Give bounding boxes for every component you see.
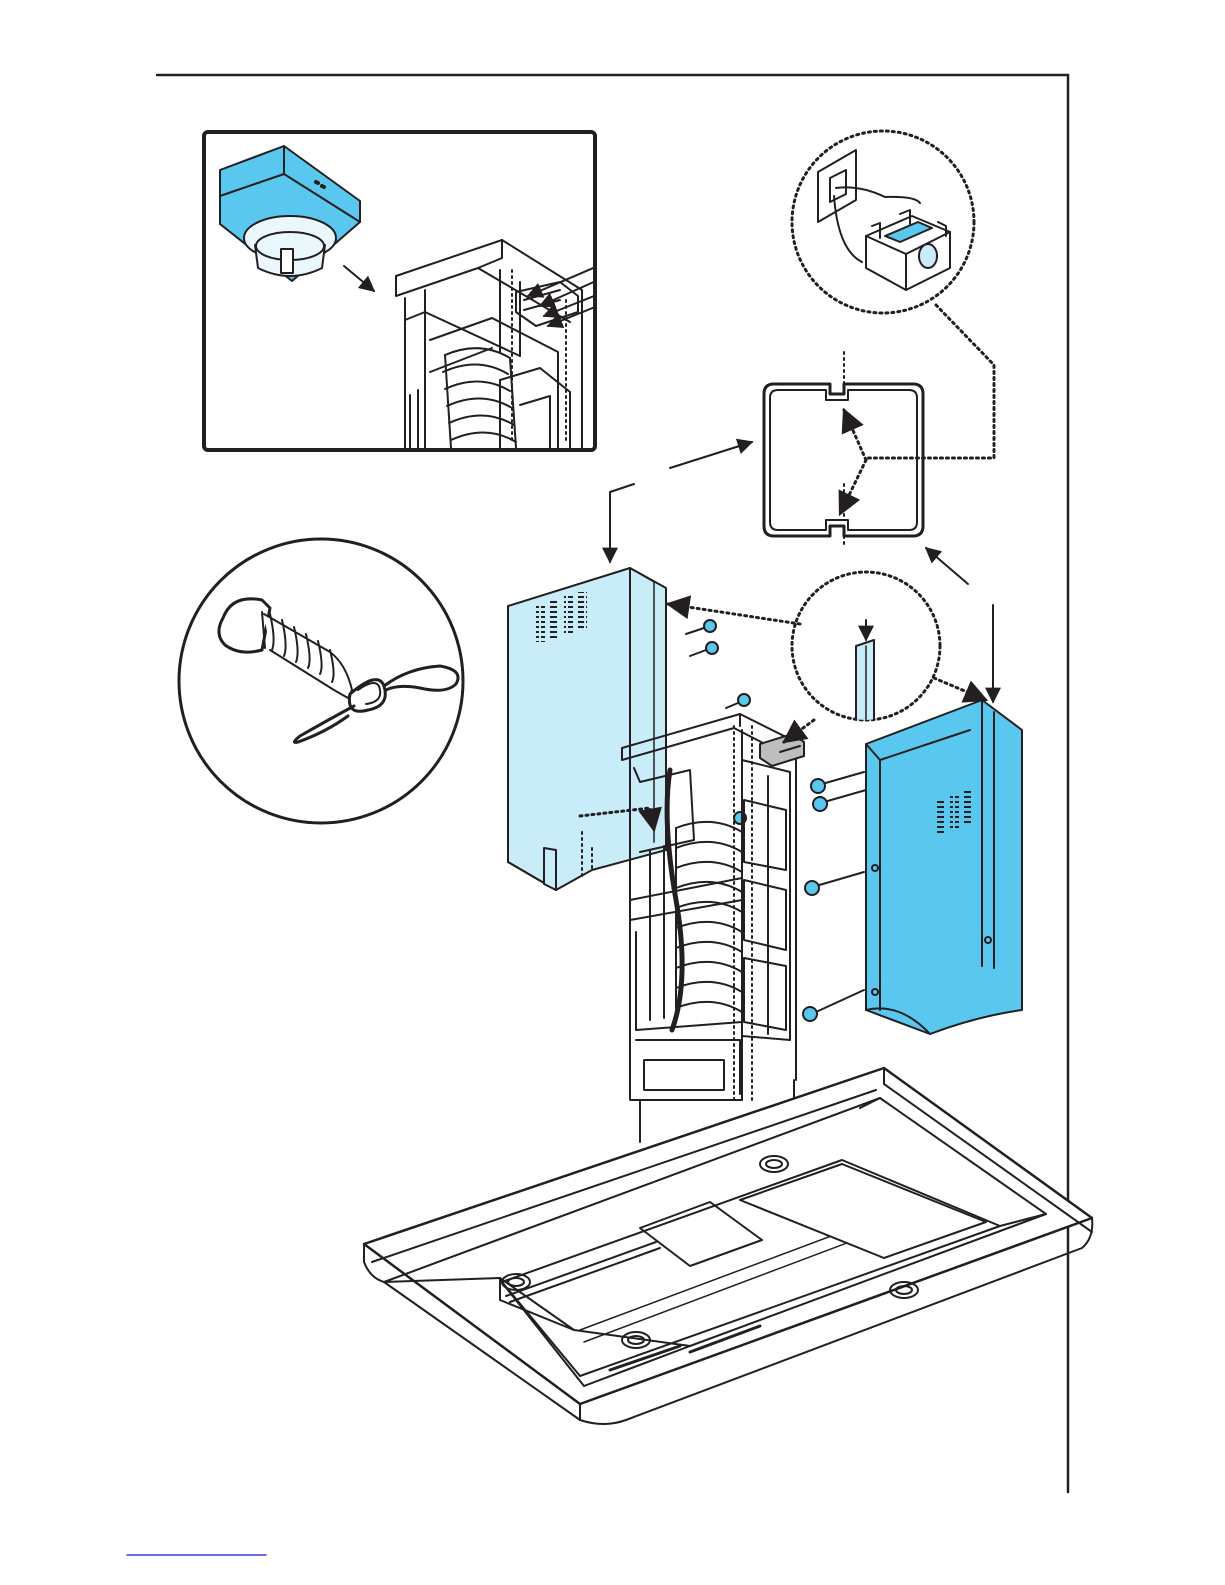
chimney-cross-section (764, 352, 923, 546)
power-plug-icon (866, 210, 950, 290)
chimney-cover-left (508, 568, 666, 890)
detail-bracket-slot (792, 572, 940, 724)
screw-group-icon (528, 250, 646, 326)
chimney-cover-right (866, 700, 1022, 1034)
frame-top-icon (396, 240, 582, 450)
screw-and-clip-icon (219, 599, 458, 743)
inset-motor-mounting (204, 132, 646, 450)
bracket-icon (856, 620, 874, 724)
leader-socket (867, 305, 994, 458)
duct-icon-main (676, 822, 742, 1012)
detail-wall-socket (792, 131, 974, 313)
screw-row-right (803, 772, 866, 1021)
motor-box-icon (220, 146, 360, 281)
hood-canopy (364, 1068, 1092, 1424)
detail-screw-spring (179, 539, 463, 823)
